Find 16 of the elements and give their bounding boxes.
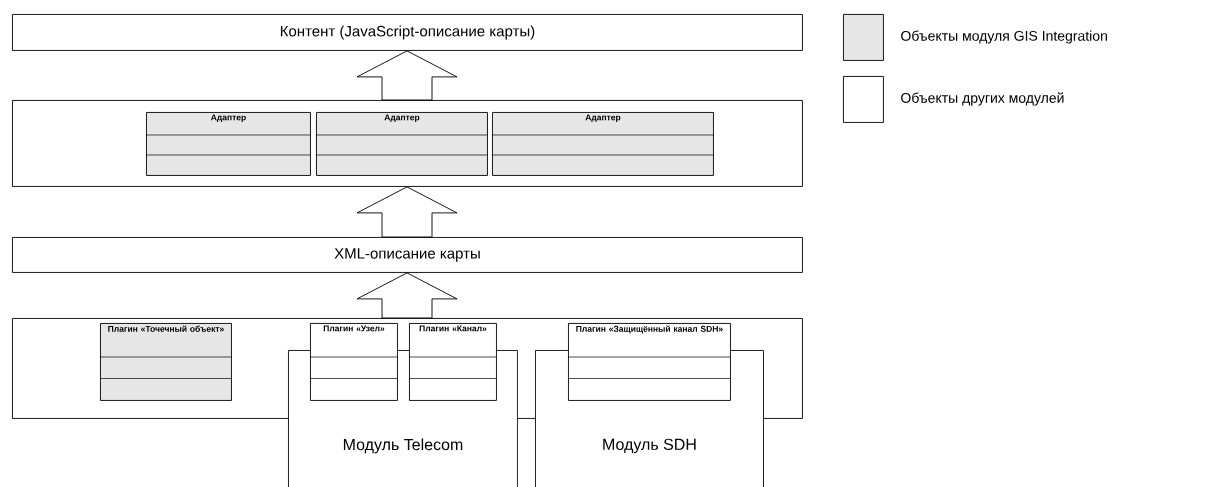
class-box: Плагин «Канал»: [408, 323, 497, 401]
class-box: Плагин «Защищённый канал SDH»: [567, 323, 731, 401]
legend-text: Объекты модуля GIS Integration: [901, 30, 1107, 44]
block-arrow: [356, 186, 458, 238]
class-box: Плагин «Узел»: [309, 323, 398, 401]
layer-box: Контент (JavaScript-описание карты): [12, 14, 803, 51]
legend-text: Объекты других модулей: [901, 92, 1064, 106]
class-box: Плагин «Точечный объект»: [99, 323, 232, 401]
class-box: Адаптер: [315, 112, 488, 176]
block-arrow: [356, 50, 458, 101]
node-label: Модуль Telecom: [343, 438, 463, 454]
block-arrow: [356, 272, 458, 319]
class-box: Адаптер: [145, 112, 311, 176]
layer-box: XML-описание карты: [12, 237, 803, 273]
node-label: Модуль SDH: [603, 438, 696, 454]
class-box: Адаптер: [491, 112, 714, 176]
